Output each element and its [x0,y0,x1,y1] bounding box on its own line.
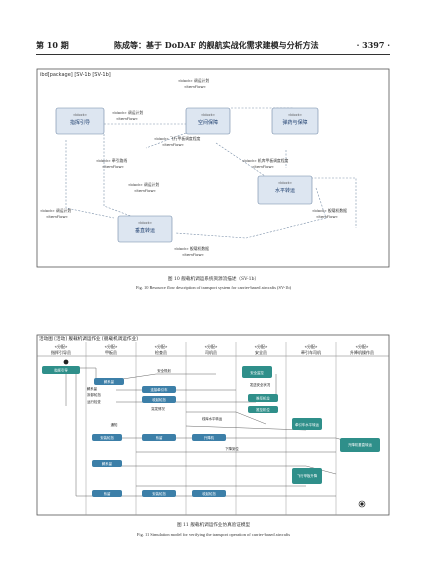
fig10-frame-label: ibd[package] [SV-1b [SV-1b] [40,72,111,78]
svg-text:发送安全状况: 发送安全状况 [250,382,271,387]
running-title: 陈成等：基于 DoDAF 的舰航实战化需求建模与分析方法 [114,40,319,50]
svg-text:收起轮挡: 收起轮挡 [202,491,216,496]
svg-text:解系留: 解系留 [87,386,98,391]
svg-text:«itemFlow»: «itemFlow» [184,84,207,89]
fig11-frame-label: 活动图 [活动] 舰载机调运作业 [舰载机调运作业] [39,335,138,342]
fig11-caption-cn: 图 11 舰载机调运作业仿真验证模型 [176,523,251,528]
svg-text:«itemFlow»: «itemFlow» [162,142,185,147]
svg-text:拆卸轮挡: 拆卸轮挡 [87,392,101,397]
svg-text:升降机垂直转运: 升降机垂直转运 [348,442,372,447]
svg-text:推至机位: 推至机位 [256,407,270,412]
svg-text:«block»: «block» [278,181,292,185]
svg-text:«block» 舰载机数据: «block» 舰载机数据 [174,246,209,251]
svg-text:牵引车水平转运: 牵引车水平转运 [295,422,319,427]
svg-text:«block»: «block» [73,113,87,117]
svg-text:«itemFlow»: «itemFlow» [46,214,69,219]
svg-text:检查员: 检查员 [155,349,167,355]
swimlane-headers: «分配»指挥引导员 «分配»甲板员 «分配»检查员 «分配»司机员 «分配»安全… [37,342,389,515]
svg-text:«分配»: «分配» [305,343,318,349]
svg-text:«分配»: «分配» [155,343,168,349]
svg-text:系留: 系留 [156,435,163,440]
running-header: 第 10 期 陈成等：基于 DoDAF 的舰航实战化需求建模与分析方法 · 33… [36,40,390,52]
svg-text:«block» 飞行甲板调度程度: «block» 飞行甲板调度程度 [154,136,201,141]
svg-text:线库水平转运: 线库水平转运 [202,416,223,421]
svg-text:空间保障: 空间保障 [198,119,218,126]
svg-text:«itemFlow»: «itemFlow» [182,252,205,257]
svg-text:«block»: «block» [288,113,302,117]
svg-text:安全员: 安全员 [255,349,267,355]
svg-text:运行检查: 运行检查 [87,399,101,404]
svg-text:安装轮挡: 安装轮挡 [100,435,114,440]
block-command: «block» 指挥引导 [55,107,105,135]
svg-text:«block» 调运计划: «block» 调运计划 [128,182,159,187]
figure-11-diagram: 活动图 [活动] 舰载机调运作业 [舰载机调运作业] «分配»指挥引导员 «分配… [36,334,390,516]
svg-text:安全规划: 安全规划 [157,368,171,373]
svg-text:垂直转运: 垂直转运 [135,227,155,234]
svg-text:«itemFlow»: «itemFlow» [102,164,125,169]
svg-text:«block» 舰载机数据: «block» 舰载机数据 [312,208,347,213]
svg-text:«分配»: «分配» [105,343,118,349]
control-flows [65,367,357,497]
issue-number: 第 10 期 [36,40,69,50]
svg-text:«block»: «block» [201,113,215,117]
svg-text:«分配»: «分配» [55,343,68,349]
edge-labels: «block» 调运计划«itemFlow» «block» 调运计划«item… [40,78,347,257]
svg-text:«block» 调运计划: «block» 调运计划 [40,208,71,213]
svg-text:«block»: «block» [138,221,152,225]
svg-text:水平转运: 水平转运 [275,187,295,194]
fig10-caption-en: Fig. 10 Resource flow description of tra… [135,285,292,290]
svg-text:«block» 牵引路线: «block» 牵引路线 [96,158,127,163]
svg-text:指挥引导: 指挥引导 [70,119,90,126]
svg-text:安全监控: 安全监控 [250,370,264,375]
svg-text:安装轮挡: 安装轮挡 [152,491,166,496]
svg-text:指挥引导员: 指挥引导员 [51,349,71,355]
svg-text:«分配»: «分配» [205,343,218,349]
svg-text:牵引车司机: 牵引车司机 [301,349,321,355]
svg-text:司机员: 司机员 [205,349,217,355]
svg-text:«block» 机库甲板调度程度: «block» 机库甲板调度程度 [242,158,289,163]
svg-text:连接牵引车: 连接牵引车 [151,387,169,392]
svg-text:«itemFlow»: «itemFlow» [134,188,157,193]
svg-text:指挥引导: 指挥引导 [54,368,68,373]
svg-text:突发情况: 突发情况 [151,406,165,411]
fig10-caption-cn: 图 10 舰载机调运系统资源流描述（SV-1b） [167,277,260,282]
svg-text:«block» 调运计划: «block» 调运计划 [178,78,209,83]
svg-text:系留: 系留 [104,491,111,496]
svg-text:通知: 通知 [111,422,118,427]
svg-text:解系留: 解系留 [104,379,115,384]
svg-text:下降到位: 下降到位 [225,446,239,451]
start-node [63,359,69,365]
page-number: · 3397 · [356,40,390,50]
svg-text:飞行甲板升降: 飞行甲板升降 [297,473,318,478]
svg-text:«itemFlow»: «itemFlow» [252,164,275,169]
svg-text:«itemFlow»: «itemFlow» [316,214,339,219]
svg-text:解系留: 解系留 [102,461,113,466]
svg-text:收起轮挡: 收起轮挡 [152,397,166,402]
header-rule [36,54,390,55]
block-ammo-support: «block» 弹药与保障 [271,107,319,135]
figure-10-diagram: ibd[package] [SV-1b [SV-1b] «block» 指挥引导… [36,68,390,268]
block-space-support: «block» 空间保障 [185,107,231,135]
block-vertical-transport: «block» 垂直转运 [117,215,173,243]
svg-text:升降机: 升降机 [204,435,215,440]
svg-text:«itemFlow»: «itemFlow» [116,116,139,121]
svg-text:甲板员: 甲板员 [105,349,117,355]
activity-nodes: 指挥引导 解系留 解系留 拆卸轮挡 安全规划 运行检查 连接牵引车 收起轮挡 发… [42,366,380,497]
svg-text:«分配»: «分配» [356,343,369,349]
svg-text:«block» 调运计划: «block» 调运计划 [112,110,143,115]
svg-text:升降机操作员: 升降机操作员 [350,349,374,355]
svg-text:弹药与保障: 弹药与保障 [282,119,307,126]
svg-text:推至机位: 推至机位 [256,396,270,401]
block-horizontal-transport: «block» 水平转运 [257,175,313,205]
svg-text:«分配»: «分配» [255,343,268,349]
fig11-caption-en: Fig. 11 Simulation model for verifying t… [136,532,291,537]
